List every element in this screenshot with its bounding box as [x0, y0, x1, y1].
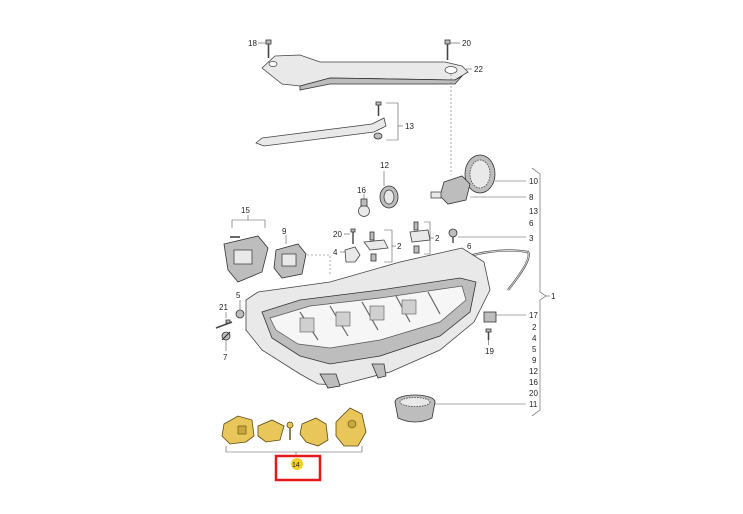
screw-21-part[interactable] — [215, 319, 233, 329]
list-1-item: 20 — [529, 389, 538, 398]
callout-6: 6 — [467, 242, 472, 251]
highlight-box — [274, 454, 322, 482]
callout-13-right: 13 — [529, 207, 538, 216]
bulb-16-part[interactable] — [358, 198, 370, 217]
control-module-8-part[interactable] — [430, 175, 471, 205]
callout-13-top: 13 — [405, 122, 414, 131]
screw-13-part[interactable] — [373, 101, 383, 140]
part-list-1: 2 4 5 9 12 16 20 — [529, 323, 538, 398]
repair-bracket-b-part[interactable] — [257, 419, 285, 443]
screw-5-part[interactable] — [235, 309, 245, 319]
callout-3: 3 — [529, 234, 534, 243]
cap-10-part[interactable] — [464, 154, 496, 194]
clip-17-part[interactable] — [483, 311, 497, 323]
callout-7: 7 — [223, 353, 228, 362]
callout-10: 10 — [529, 177, 538, 186]
callout-2-a: 2 — [397, 242, 402, 251]
screw-18-part[interactable] — [265, 39, 272, 58]
list-1-item: 2 — [532, 323, 537, 332]
list-1-item: 9 — [532, 356, 537, 365]
screw-20-mid-part[interactable] — [350, 228, 356, 244]
repair-bracket-c-part[interactable] — [299, 417, 329, 447]
callout-16: 16 — [357, 186, 366, 195]
callout-19: 19 — [485, 347, 494, 356]
mounting-bracket-part[interactable] — [261, 54, 469, 91]
repair-screw-part[interactable] — [286, 421, 294, 440]
trim-strip-part[interactable] — [255, 117, 387, 147]
list-1-item: 4 — [532, 334, 537, 343]
screw-20-top-part[interactable] — [444, 39, 451, 60]
callout-14: 14 — [292, 462, 300, 469]
adjuster-2a-part[interactable] — [363, 231, 389, 262]
bracket-15-part[interactable] — [223, 235, 269, 283]
screw-3-part[interactable] — [448, 228, 458, 243]
screw-19-part[interactable] — [485, 328, 492, 340]
screw-7-part[interactable] — [221, 331, 231, 341]
headlight-housing-part[interactable] — [245, 247, 491, 389]
callout-21: 21 — [219, 303, 228, 312]
repair-bracket-a-part[interactable] — [221, 415, 255, 445]
callout-5: 5 — [236, 291, 241, 300]
highlight-badge[interactable] — [291, 458, 303, 470]
cap-11-part[interactable] — [394, 394, 436, 423]
callout-15: 15 — [241, 206, 250, 215]
callout-22: 22 — [474, 65, 483, 74]
callout-18: 18 — [248, 39, 257, 48]
repair-bracket-d-part[interactable] — [335, 407, 367, 447]
callout-9: 9 — [282, 227, 287, 236]
callout-4: 4 — [333, 248, 338, 257]
callout-20-mid: 20 — [333, 230, 342, 239]
lamp-12-part[interactable] — [379, 185, 399, 209]
callout-20-top: 20 — [462, 39, 471, 48]
callout-1: 1 — [551, 292, 556, 301]
list-1-item: 5 — [532, 345, 537, 354]
adapter-9-part[interactable] — [273, 243, 307, 279]
callout-11: 11 — [529, 400, 538, 409]
clip-4-part[interactable] — [344, 246, 361, 263]
callout-8: 8 — [529, 193, 534, 202]
adjuster-2b-part[interactable] — [409, 221, 431, 254]
callout-6-right: 6 — [529, 219, 534, 228]
callout-17: 17 — [529, 311, 538, 320]
callout-12: 12 — [380, 161, 389, 170]
list-1-item: 12 — [529, 367, 538, 376]
list-1-item: 16 — [529, 378, 538, 387]
callout-2-b: 2 — [435, 234, 440, 243]
